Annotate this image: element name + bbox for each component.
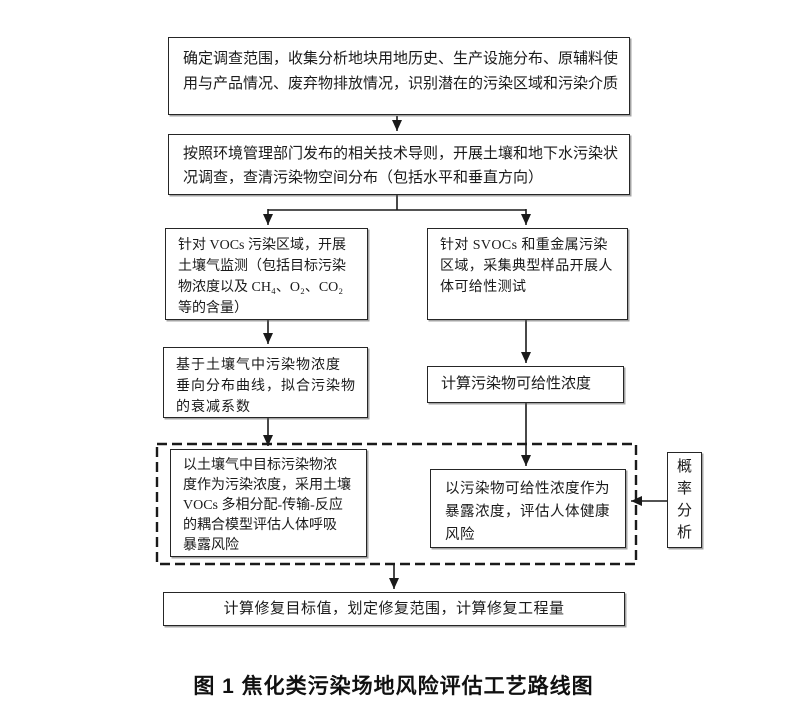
- box-soil-groundwater-survey: 按照环境管理部门发布的相关技术导则，开展土壤和地下水污染状 况调查，查清污染物空…: [168, 134, 630, 195]
- box-health-risk-assessment: 以污染物可给性浓度作为 暴露浓度，评估人体健康 风险: [430, 469, 626, 548]
- figure-caption: 图 1 焦化类污染场地风险评估工艺路线图: [193, 675, 594, 698]
- box-remediation-target-label: 计算修复目标值，划定修复范围，计算修复工程量: [223, 600, 565, 617]
- box-vapor-inhalation-risk: 以土壤气中目标污染物浓 度作为污染浓度，采用土壤 VOCs 多相分配-传输-反应…: [170, 449, 367, 557]
- box-bioaccessible-concentration-label: 计算污染物可给性浓度: [441, 376, 592, 392]
- box-bioaccessible-concentration: 计算污染物可给性浓度: [427, 366, 624, 403]
- box-vocs-soil-gas-monitoring: 针对 VOCs 污染区域，开展 土壤气监测（包括目标污染 物浓度以及 CH₄、O…: [165, 228, 368, 320]
- box-remediation-target: 计算修复目标值，划定修复范围，计算修复工程量: [163, 592, 625, 626]
- box-attenuation-coefficient: 基于土壤气中污染物浓度 垂向分布曲线，拟合污染物 的衰减系数: [163, 347, 368, 418]
- box-probability-analysis: 概率分析: [667, 452, 702, 548]
- box-site-investigation-scope: 确定调查范围，收集分析地块用地历史、生产设施分布、原辅料使 用与产品情况、废弃物…: [168, 37, 630, 115]
- box-probability-analysis-label: 概率分析: [676, 459, 692, 541]
- box-svocs-bioaccessibility-test: 针对 SVOCs 和重金属污染 区域，采集典型样品开展人 体可给性测试: [427, 228, 628, 320]
